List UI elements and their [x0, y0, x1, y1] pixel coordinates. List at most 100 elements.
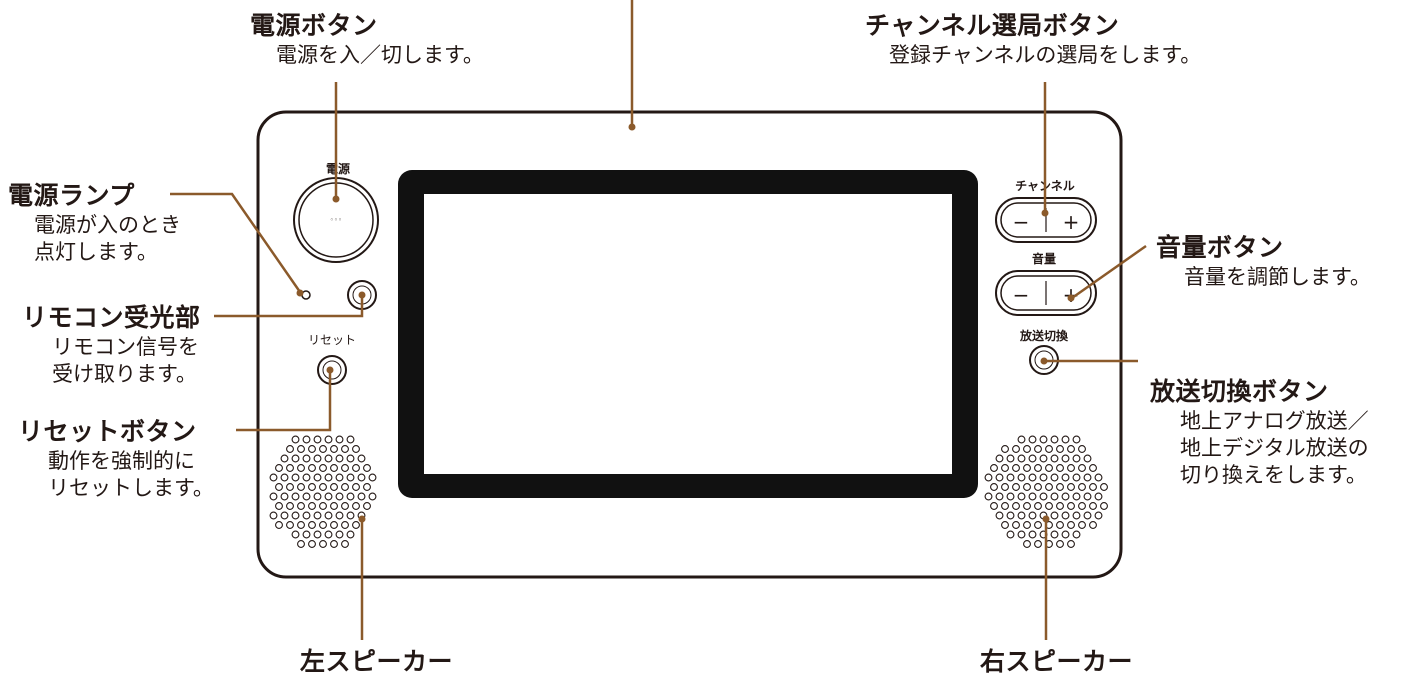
speaker-hole [335, 454, 344, 463]
speaker-hole [368, 473, 377, 482]
callout-title: 右スピーカー [980, 647, 1134, 676]
speaker-hole [1017, 492, 1026, 501]
speaker-hole [308, 521, 316, 529]
speaker-hole [1078, 464, 1086, 472]
speaker-hole [324, 530, 333, 539]
speaker-hole [352, 445, 360, 453]
speaker-hole [1083, 511, 1092, 520]
speaker-hole [346, 473, 355, 482]
leader-lines [170, 0, 1147, 640]
channel-plus[interactable]: + [1063, 210, 1080, 234]
speaker-hole [341, 445, 349, 453]
callout-title: 電源ランプ [8, 181, 135, 210]
speaker-hole [1072, 492, 1081, 501]
callout-channel-button: チャンネル選局ボタン 登録チャンネルの選局をします。 [865, 6, 1201, 69]
speaker-hole [1006, 454, 1015, 463]
speaker-hole [352, 483, 360, 491]
speaker-hole [1050, 530, 1059, 539]
speaker-hole [990, 502, 998, 510]
speaker-hole [319, 540, 327, 548]
speaker-hole [1061, 492, 1070, 501]
speaker-hole [1017, 473, 1026, 482]
speaker-hole [1001, 464, 1009, 472]
speaker-hole [1045, 483, 1053, 491]
channel-minus[interactable]: − [1013, 210, 1030, 234]
speaker-hole [291, 530, 300, 539]
callout-desc-line-2: 受け取ります。 [52, 362, 197, 386]
speaker-hole [1083, 492, 1092, 501]
speaker-hole [341, 502, 349, 510]
speaker-hole [313, 530, 322, 539]
speaker-hole [1061, 530, 1070, 539]
speaker-hole [319, 445, 327, 453]
speaker-hole [357, 454, 366, 463]
speaker-hole [1056, 483, 1064, 491]
speaker-hole [1001, 521, 1009, 529]
speaker-hole [984, 492, 993, 501]
speaker-hole [297, 502, 305, 510]
callout-title: リモコン受光部 [22, 303, 201, 332]
speaker-hole [1028, 454, 1037, 463]
volume-minus[interactable]: − [1013, 283, 1030, 307]
speaker-hole [1056, 540, 1064, 548]
speaker-hole [1067, 521, 1075, 529]
speaker-hole [1094, 473, 1103, 482]
power-label: 電源 [326, 161, 350, 176]
speaker-hole [1061, 435, 1070, 444]
speaker-hole [363, 464, 371, 472]
speaker-hole [1045, 445, 1053, 453]
speaker-hole [1050, 511, 1059, 520]
speaker-hole [1017, 511, 1026, 520]
speaker-hole [1039, 435, 1048, 444]
speaker-hole [275, 483, 283, 491]
speaker-hole [1012, 502, 1020, 510]
speaker-hole [308, 540, 316, 548]
speaker-hole [1023, 483, 1031, 491]
speaker-hole [286, 502, 294, 510]
speaker-hole [319, 464, 327, 472]
speaker-hole [1061, 454, 1070, 463]
callout-desc-line-1: リモコン信号を [52, 335, 199, 359]
speaker-hole [1050, 473, 1059, 482]
callout-title: 音量ボタン [1156, 233, 1284, 262]
speaker-hole [1034, 445, 1042, 453]
speaker-hole [275, 521, 283, 529]
speaker-hole [1039, 473, 1048, 482]
speaker-hole [1061, 473, 1070, 482]
speaker-hole [341, 464, 349, 472]
speaker-hole [269, 511, 278, 520]
speaker-hole [286, 445, 294, 453]
speaker-hole [1100, 502, 1108, 510]
callout-power-lamp: 電源ランプ 電源が入のとき 点灯します。 [8, 176, 181, 266]
speaker-hole [357, 473, 366, 482]
reset-button[interactable] [322, 360, 342, 380]
callout-power-button: 電源ボタン 電源を入／切します。 [250, 6, 484, 69]
callout-desc-line-2: 点灯します。 [34, 240, 158, 264]
speaker-hole [313, 473, 322, 482]
callout-volume-button: 音量ボタン 音量を調節します。 [1156, 228, 1371, 291]
callout-reset-button: リセットボタン 動作を強制的に リセットします。 [18, 412, 214, 502]
speaker-hole [291, 473, 300, 482]
speaker-hole [1089, 502, 1097, 510]
speaker-hole [1028, 511, 1037, 520]
endpoint-power-button [332, 195, 340, 203]
speaker-hole [995, 473, 1004, 482]
speaker-hole [1072, 435, 1081, 444]
speaker-hole [319, 521, 327, 529]
speaker-hole [286, 483, 294, 491]
speaker-hole [324, 511, 333, 520]
callout-title: リセットボタン [18, 417, 197, 446]
speaker-hole [341, 483, 349, 491]
speaker-hole [291, 435, 300, 444]
speaker-hole [1089, 521, 1097, 529]
speaker-hole [302, 435, 311, 444]
leader-volume-button [1071, 244, 1147, 300]
power-button-dots: ◦◦◦ [330, 216, 342, 224]
speaker-hole [1067, 445, 1075, 453]
speaker-hole [330, 540, 338, 548]
speaker-hole [1023, 502, 1031, 510]
speaker-hole [291, 492, 300, 501]
speaker-hole [308, 464, 316, 472]
speaker-hole [1100, 483, 1108, 491]
speaker-hole [1094, 492, 1103, 501]
